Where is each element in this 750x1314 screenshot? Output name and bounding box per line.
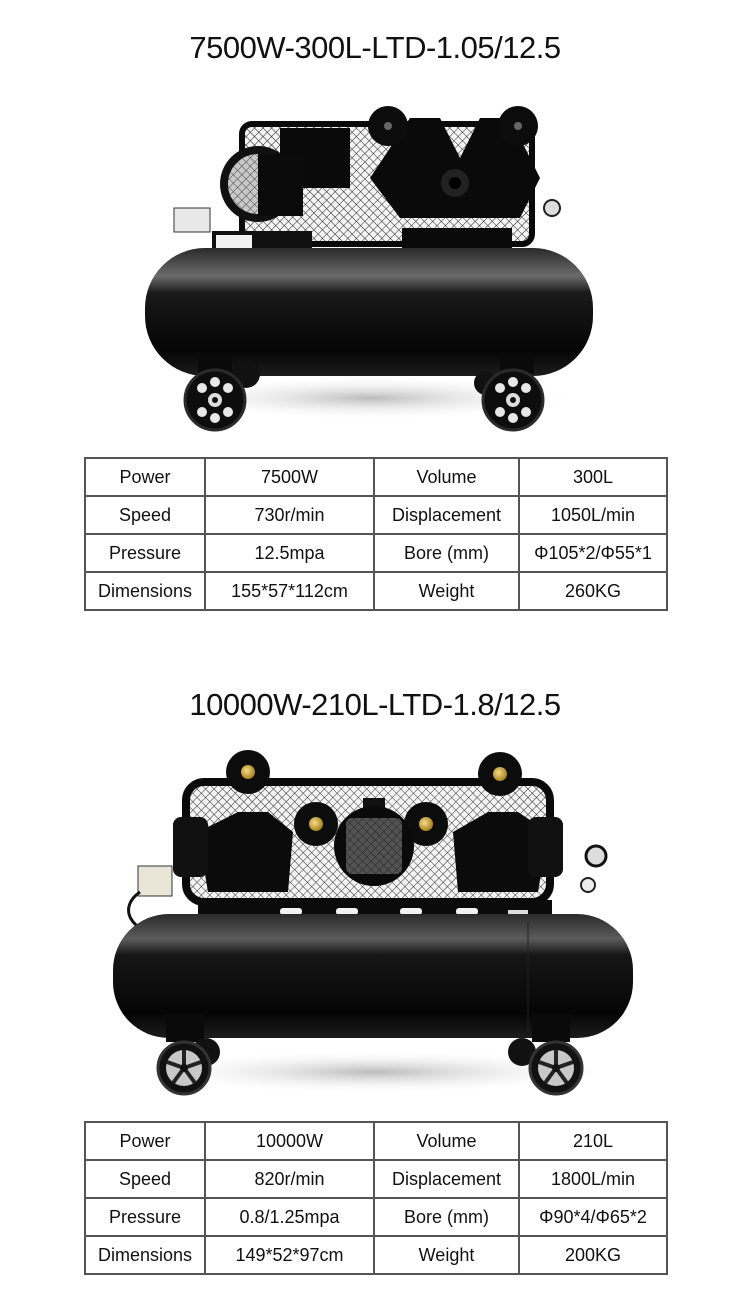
spec-label: Speed [84, 495, 206, 535]
spec-value: 12.5mpa [204, 533, 375, 573]
spec-value: 0.8/1.25mpa [204, 1197, 375, 1237]
spec-label: Power [84, 1121, 206, 1161]
spec-value: 10000W [204, 1121, 375, 1161]
spec-table-1: Power 7500W Volume 300L Speed 730r/min D… [84, 457, 668, 611]
table-row: Dimensions 155*57*112cm Weight 260KG [84, 571, 668, 611]
spec-value: Φ90*4/Φ65*2 [518, 1197, 668, 1237]
spec-value: 1050L/min [518, 495, 668, 535]
spec-label: Bore (mm) [373, 1197, 520, 1237]
table-row: Pressure 12.5mpa Bore (mm) Φ105*2/Φ55*1 [84, 533, 668, 573]
spec-value: 730r/min [204, 495, 375, 535]
spec-label: Dimensions [84, 571, 206, 611]
spec-label: Pressure [84, 1197, 206, 1237]
spec-table-2: Power 10000W Volume 210L Speed 820r/min … [84, 1121, 668, 1275]
spec-value: 300L [518, 457, 668, 497]
table-row: Pressure 0.8/1.25mpa Bore (mm) Φ90*4/Φ65… [84, 1197, 668, 1237]
spec-label: Dimensions [84, 1235, 206, 1275]
spec-label: Pressure [84, 533, 206, 573]
spec-value: 260KG [518, 571, 668, 611]
spec-value: 149*52*97cm [204, 1235, 375, 1275]
spec-value: 210L [518, 1121, 668, 1161]
spec-label: Displacement [373, 1159, 520, 1199]
spec-value: 7500W [204, 457, 375, 497]
spec-label: Volume [373, 457, 520, 497]
table-row: Speed 820r/min Displacement 1800L/min [84, 1159, 668, 1199]
spec-label: Weight [373, 571, 520, 611]
spec-value: 200KG [518, 1235, 668, 1275]
spec-label: Volume [373, 1121, 520, 1161]
air-compressor-image-1 [145, 106, 593, 432]
product-title-1: 7500W-300L-LTD-1.05/12.5 [189, 30, 561, 65]
spec-value: 1800L/min [518, 1159, 668, 1199]
spec-label: Power [84, 457, 206, 497]
spec-value: 820r/min [204, 1159, 375, 1199]
product-title-2: 10000W-210L-LTD-1.8/12.5 [189, 687, 561, 722]
spec-label: Bore (mm) [373, 533, 520, 573]
spec-label: Weight [373, 1235, 520, 1275]
spec-label: Displacement [373, 495, 520, 535]
air-compressor-image-2 [113, 750, 633, 1096]
table-row: Dimensions 149*52*97cm Weight 200KG [84, 1235, 668, 1275]
spec-value: Φ105*2/Φ55*1 [518, 533, 668, 573]
table-row: Speed 730r/min Displacement 1050L/min [84, 495, 668, 535]
spec-label: Speed [84, 1159, 206, 1199]
table-row: Power 10000W Volume 210L [84, 1121, 668, 1161]
spec-value: 155*57*112cm [204, 571, 375, 611]
table-row: Power 7500W Volume 300L [84, 457, 668, 497]
